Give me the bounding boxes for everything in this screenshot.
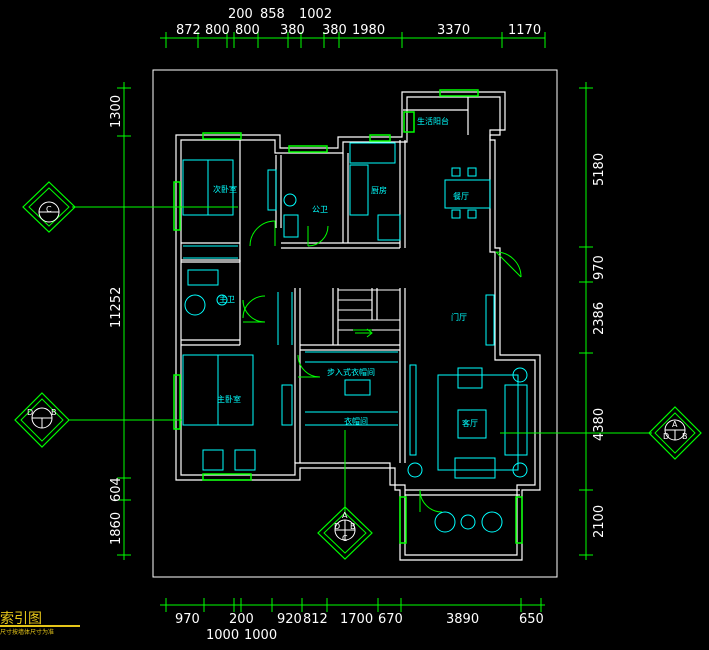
right-dim-5: 2100 (592, 505, 607, 538)
legend-underline (0, 625, 80, 627)
windows (173, 89, 523, 544)
marker-adb-right-top: A (672, 420, 678, 429)
furniture (182, 142, 528, 533)
top-dimension-line (160, 32, 546, 48)
top-dim-10: 3370 (437, 23, 470, 38)
top-dim-5: 858 (260, 7, 285, 22)
right-dim-3: 2386 (592, 302, 607, 335)
index-marker-adb-right: A D B (648, 406, 702, 460)
toilet-public (283, 193, 297, 207)
wardrobes (183, 245, 398, 426)
room-label-living: 客厅 (462, 418, 478, 428)
room-label-kitchen: 厨房 (371, 185, 387, 195)
balcony-chair-1 (434, 511, 456, 533)
bottom-dim-9: 3890 (446, 612, 479, 627)
island-closet (344, 379, 371, 396)
entry-arrow (355, 328, 373, 338)
room-label-dining: 餐厅 (453, 192, 469, 201)
index-leader-lines (68, 206, 652, 513)
room-label-closet: 衣帽间 (344, 416, 368, 426)
sofa-area (437, 374, 519, 471)
bottom-dim-8: 670 (378, 612, 403, 627)
bottom-dim-1: 970 (175, 612, 200, 627)
marker-db-left-left: D (27, 408, 33, 417)
room-label-walk-in: 步入式衣帽间 (327, 367, 375, 377)
room-label-utility: 生活阳台 (417, 116, 449, 126)
right-dim-4: 4380 (592, 408, 607, 441)
index-marker-db-left: D B (14, 392, 70, 448)
bottom-dim-3: 200 (229, 612, 254, 627)
stove (349, 164, 369, 216)
legend-title: 索引图 (0, 611, 42, 627)
marker-adbc-bottom: C (342, 534, 348, 543)
left-dim-2: 11252 (109, 287, 124, 328)
bottom-dimension-line (160, 598, 545, 612)
left-dim-3: 604 (109, 477, 124, 502)
walls (175, 91, 541, 561)
bottom-dim-10: 650 (519, 612, 544, 627)
top-dim-3: 200 (228, 7, 253, 22)
right-dim-2: 970 (592, 255, 607, 280)
left-dimension-line (117, 82, 131, 560)
top-dim-8: 380 (322, 23, 347, 38)
bottom-dim-7: 1700 (340, 612, 373, 627)
tv-cabinet (409, 364, 417, 456)
right-dim-1: 5180 (592, 153, 607, 186)
top-dim-9: 1980 (352, 23, 385, 38)
room-label-bathroom: 公卫 (312, 205, 328, 214)
marker-adbc-right: B (350, 522, 356, 531)
marker-c-top: C (46, 205, 52, 214)
top-dim-11: 1170 (508, 23, 541, 38)
room-label-secondary-bedroom: 次卧室 (213, 184, 237, 194)
sofa (504, 384, 528, 456)
top-dim-2: 800 (205, 23, 230, 38)
room-label-foyer: 门厅 (451, 312, 467, 322)
coffee-table (457, 409, 487, 439)
right-dimension-line (579, 82, 593, 560)
top-dim-4: 800 (235, 23, 260, 38)
kitchen-counter (349, 142, 396, 164)
bottom-dim-6: 812 (303, 612, 328, 627)
top-dim-1: 872 (176, 23, 201, 38)
bathtub-master (184, 294, 206, 316)
marker-db-left-right: B (51, 408, 57, 417)
marker-adb-right-right: B (682, 432, 688, 441)
desk-secondary (267, 169, 277, 211)
index-marker-adbc-bottom: A D B C (317, 506, 373, 560)
legend-subtitle: 尺寸按墙体尺寸为准 (0, 629, 55, 636)
left-dim-1: 1300 (109, 95, 124, 128)
balcony-chair-2 (481, 511, 503, 533)
vanity-master (187, 269, 219, 286)
marker-adbc-top: A (342, 511, 348, 520)
sink-public (283, 214, 299, 238)
bottom-dim-2: 1000 (206, 628, 239, 643)
left-dim-4: 1860 (109, 512, 124, 545)
fridge (377, 214, 401, 241)
shoe-cabinet (485, 294, 495, 346)
doors (242, 220, 522, 513)
marker-adbc-left: D (334, 522, 340, 531)
staircase (337, 289, 401, 346)
room-label-master-bedroom: 主卧室 (217, 394, 241, 404)
bottom-dim-5: 920 (277, 612, 302, 627)
top-dim-6: 380 (280, 23, 305, 38)
room-label-master-bath: 主卫 (219, 294, 235, 304)
bottom-dim-4: 1000 (244, 628, 277, 643)
index-marker-c: C (22, 181, 76, 233)
marker-adb-right-left: D (663, 432, 669, 441)
dining-table (444, 179, 491, 209)
top-dim-7: 1002 (299, 7, 332, 22)
drawing-frame (152, 69, 558, 578)
balcony-table (460, 514, 476, 530)
